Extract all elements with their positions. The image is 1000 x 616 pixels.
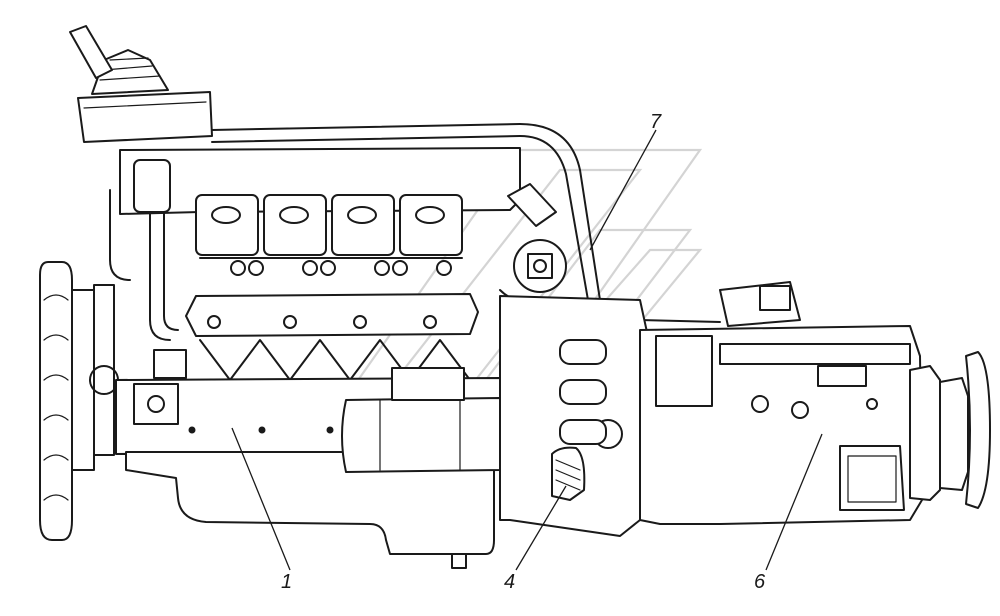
callout-label-6: 6 — [754, 571, 766, 593]
oil-pan — [125, 451, 495, 569]
cylinder-heads — [119, 147, 521, 276]
fan — [39, 261, 119, 541]
gearbox — [639, 281, 991, 525]
callout-label-7: 7 — [650, 111, 662, 133]
exhaust-manifold — [185, 293, 479, 381]
callout-label-4: 4 — [504, 571, 516, 593]
leader-line-7 — [589, 129, 657, 251]
front-pipes — [109, 159, 187, 379]
callout-leaders — [231, 129, 823, 571]
turbocharger — [499, 183, 567, 305]
leader-line-4 — [515, 485, 567, 571]
air-intake — [69, 25, 721, 335]
starter-motor — [341, 367, 501, 473]
leader-line-1 — [231, 427, 291, 571]
callout-label-1: 1 — [281, 571, 293, 593]
clutch-housing — [499, 295, 651, 537]
leader-line-6 — [765, 433, 823, 571]
